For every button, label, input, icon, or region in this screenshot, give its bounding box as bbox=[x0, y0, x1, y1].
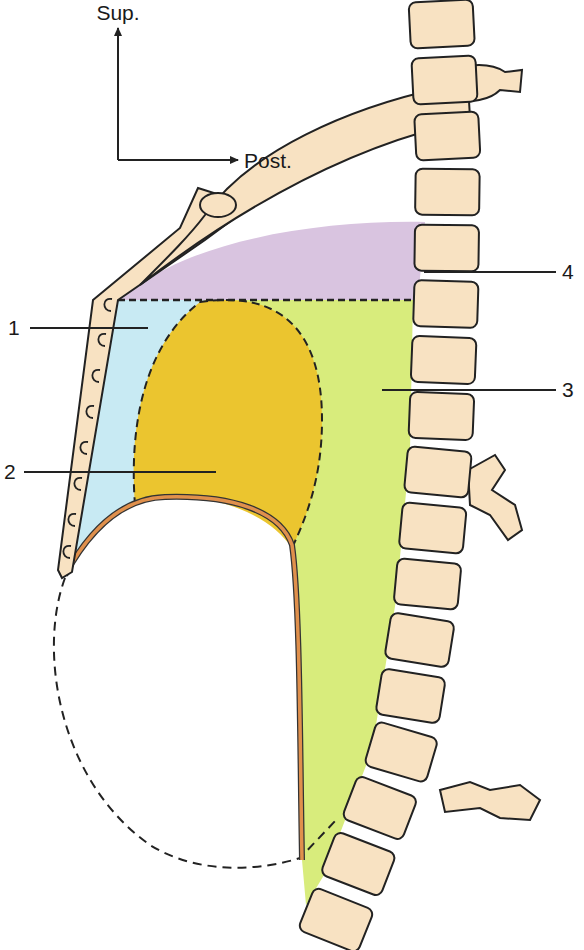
vertebra bbox=[320, 831, 396, 897]
vertebra bbox=[298, 887, 375, 950]
vertebra bbox=[411, 336, 477, 385]
diaphragm-line bbox=[65, 497, 302, 860]
costal-cartilage-mark bbox=[98, 334, 106, 346]
spinous-process bbox=[468, 455, 522, 540]
vertebra bbox=[415, 169, 480, 216]
costal-cartilage-mark bbox=[104, 299, 112, 311]
spinous-process bbox=[440, 782, 540, 820]
callout-number: 2 bbox=[4, 461, 16, 482]
vertebra bbox=[404, 446, 472, 498]
vertebra bbox=[413, 280, 478, 328]
leader-line bbox=[382, 389, 556, 391]
vertebra bbox=[399, 502, 467, 554]
costal-cartilage-mark bbox=[63, 546, 71, 558]
leader-line bbox=[30, 327, 148, 329]
direction-label: Post. bbox=[244, 150, 292, 171]
callout-number: 3 bbox=[562, 379, 574, 400]
vertebra bbox=[414, 225, 479, 272]
superior-arrow bbox=[117, 28, 119, 160]
diaphragm-fill bbox=[65, 497, 302, 860]
posterior-arrow bbox=[118, 159, 238, 161]
sternal-notch bbox=[200, 193, 236, 217]
vertebra bbox=[411, 55, 477, 104]
callout-number: 1 bbox=[8, 317, 20, 338]
leader-line bbox=[24, 471, 216, 473]
vertebra bbox=[384, 612, 454, 668]
vertebra bbox=[409, 0, 475, 49]
vertebra bbox=[394, 558, 462, 610]
vertebra bbox=[364, 721, 438, 783]
vertebra bbox=[414, 111, 480, 160]
direction-label: Sup. bbox=[96, 2, 139, 23]
vertebra bbox=[342, 775, 418, 841]
thoracic-plane-line bbox=[118, 299, 418, 302]
leader-line bbox=[424, 271, 556, 273]
costal-cartilage-mark bbox=[74, 478, 82, 490]
callout-number: 4 bbox=[562, 261, 574, 282]
vertebra bbox=[375, 668, 445, 724]
costal-cartilages bbox=[63, 299, 112, 558]
costal-cartilage-mark bbox=[80, 442, 88, 454]
costal-cartilage-mark bbox=[92, 370, 100, 382]
vertebra bbox=[409, 392, 475, 441]
middle-mediastinum bbox=[134, 300, 322, 548]
sternum bbox=[58, 188, 240, 578]
costal-cartilage-mark bbox=[86, 406, 94, 418]
costal-cartilage-mark bbox=[68, 514, 76, 526]
vertebral-column bbox=[298, 0, 481, 950]
heart-outline bbox=[134, 300, 322, 548]
